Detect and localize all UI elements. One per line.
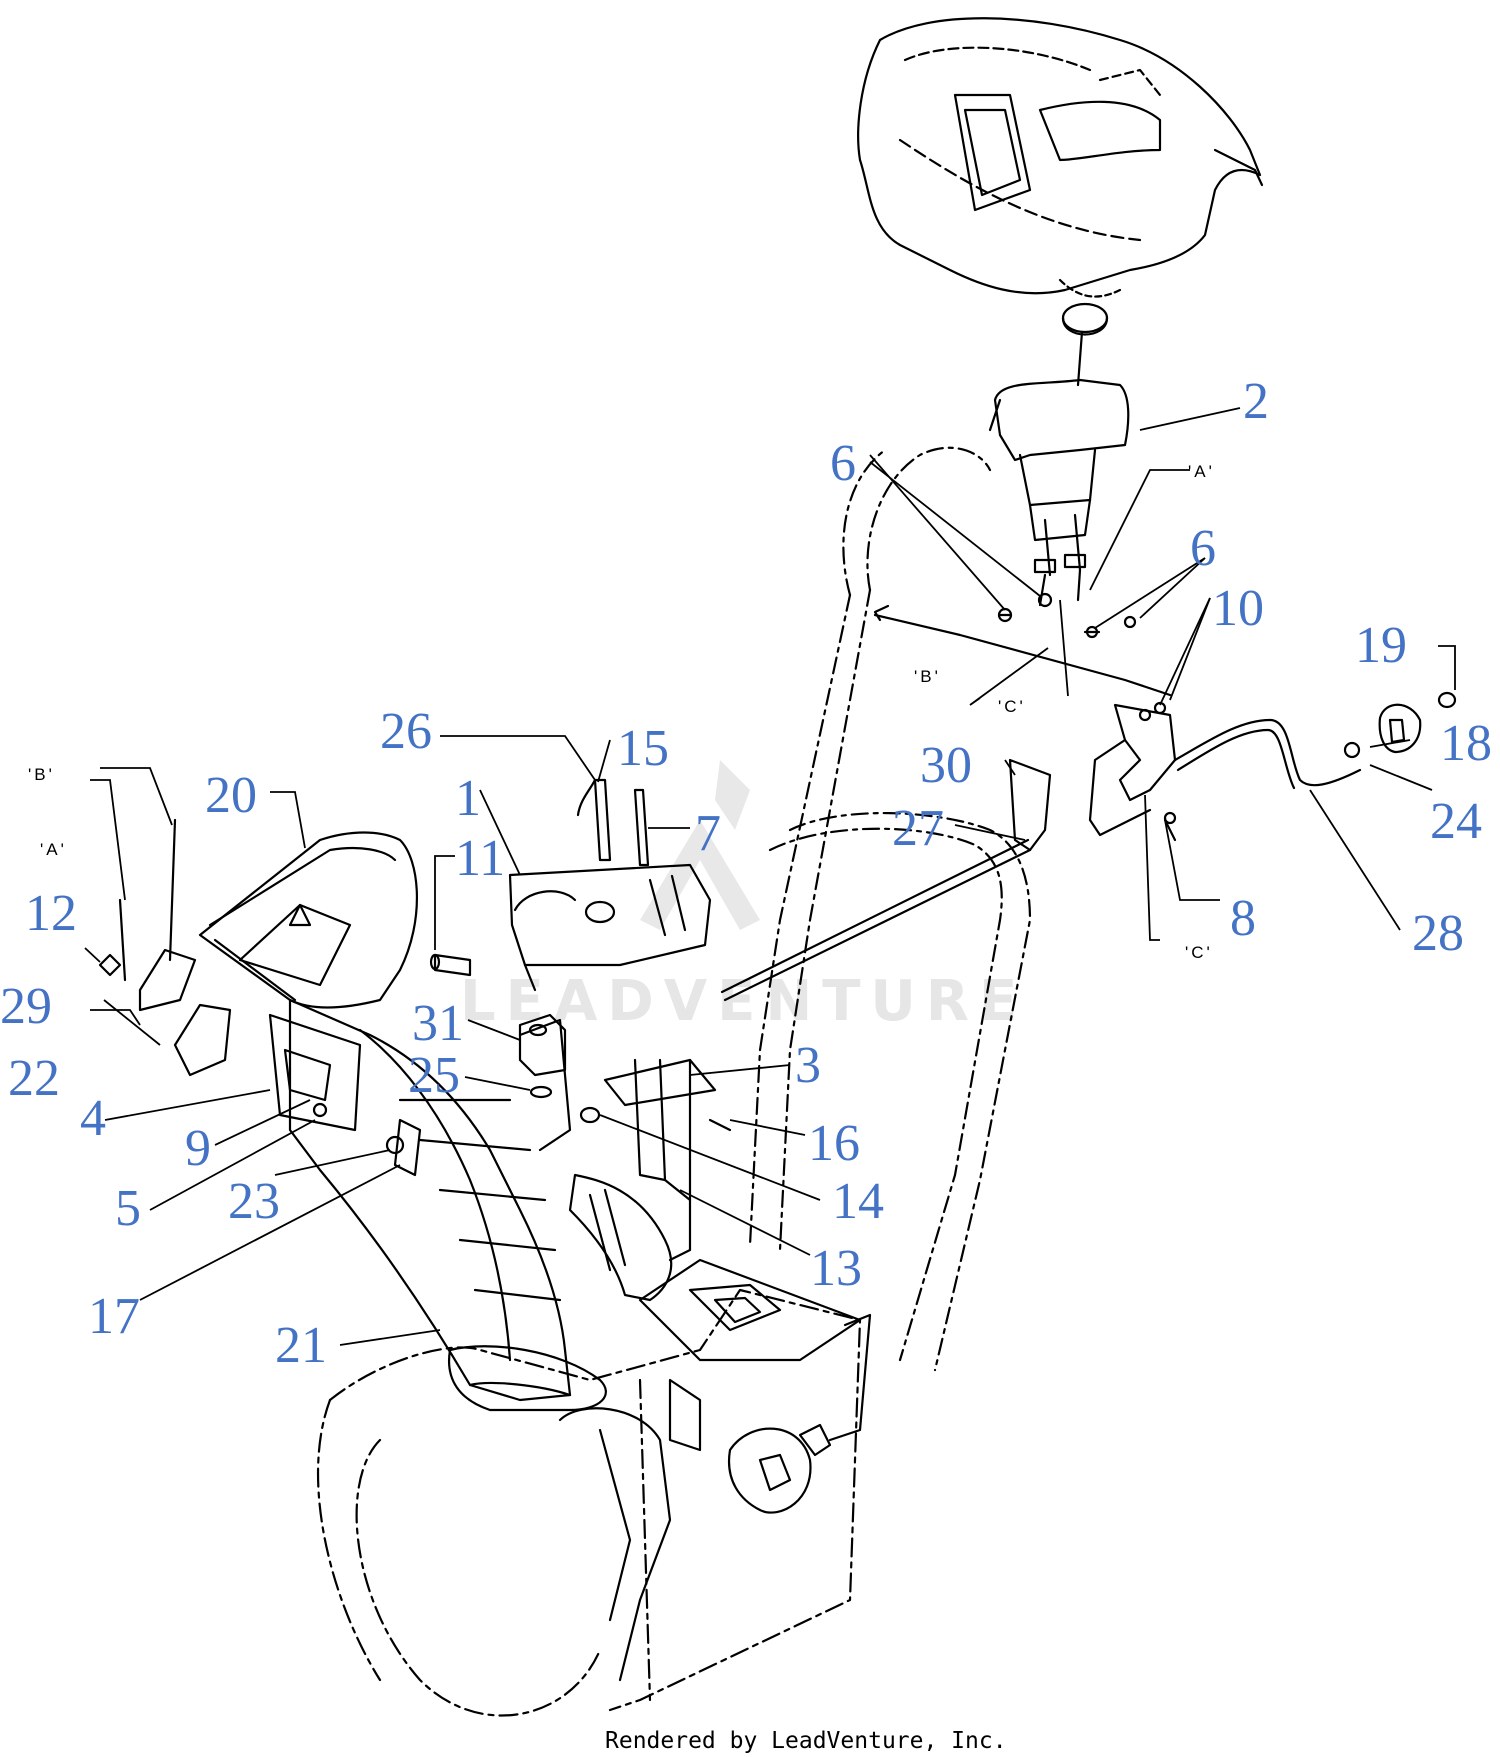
callout-27: 27 [892, 800, 944, 857]
callout-24: 24 [1430, 793, 1482, 850]
callout-1: 1 [455, 770, 481, 827]
chute-tilt-bracket [98, 818, 422, 1177]
callout-14: 14 [832, 1173, 884, 1230]
callout-5: 5 [115, 1180, 141, 1237]
callout-19: 19 [1355, 617, 1407, 674]
callout-8: 8 [1230, 890, 1256, 947]
callout-11: 11 [455, 830, 505, 887]
frame [558, 1258, 872, 1682]
callout-21: 21 [275, 1317, 327, 1374]
callout-15: 15 [617, 720, 669, 777]
callout-6-right: 6 [1190, 520, 1216, 577]
auger-housing [316, 1288, 862, 1717]
pin-11 [429, 953, 472, 977]
callout-7: 7 [695, 805, 721, 862]
callout-25: 25 [408, 1047, 460, 1104]
callout-16: 16 [808, 1115, 860, 1172]
callout-9: 9 [185, 1120, 211, 1177]
callout-28: 28 [1412, 905, 1464, 962]
bracket-31 [518, 1013, 567, 1099]
callout-18: 18 [1440, 715, 1492, 772]
callout-13: 13 [810, 1240, 862, 1297]
ref-label-b-left: 'B' [28, 765, 55, 784]
callout-3: 3 [795, 1037, 821, 1094]
callout-31: 31 [412, 995, 464, 1052]
ref-label-a-upper: 'A' [1188, 462, 1215, 481]
callout-26: 26 [380, 703, 432, 760]
ref-label-a-left: 'A' [40, 840, 67, 859]
chute-crank-bracket [568, 1058, 732, 1302]
callout-23: 23 [228, 1173, 280, 1230]
callout-10: 10 [1212, 580, 1264, 637]
footer-credit: Rendered by LeadVenture, Inc. [605, 1728, 1007, 1754]
callout-30: 30 [920, 737, 972, 794]
callout-6-left: 6 [830, 435, 856, 492]
shift-lever-assembly [988, 302, 1130, 607]
ref-label-c-upper: 'C' [998, 697, 1026, 716]
watermark-text: LEADVENTURE [460, 969, 1027, 1034]
dash-panel [857, 17, 1264, 298]
chute-deflector [198, 831, 419, 1009]
shift-rod-assembly [720, 604, 1362, 1002]
callout-2: 2 [1243, 373, 1269, 430]
callout-29: 29 [0, 978, 52, 1035]
callout-17: 17 [88, 1288, 140, 1345]
callout-4: 4 [80, 1090, 106, 1147]
upper-handle [748, 446, 1032, 1372]
ref-label-c-lower: 'C' [1185, 943, 1213, 962]
callout-22: 22 [8, 1050, 60, 1107]
ref-label-b-upper: 'B' [914, 667, 941, 686]
chute-knob [1343, 691, 1457, 759]
callout-20: 20 [205, 767, 257, 824]
chute-control-cover [508, 778, 712, 992]
leader-lines [84, 407, 1456, 1346]
callout-12: 12 [25, 885, 77, 942]
watermark-logo [640, 760, 760, 930]
discharge-chute [288, 998, 607, 1412]
